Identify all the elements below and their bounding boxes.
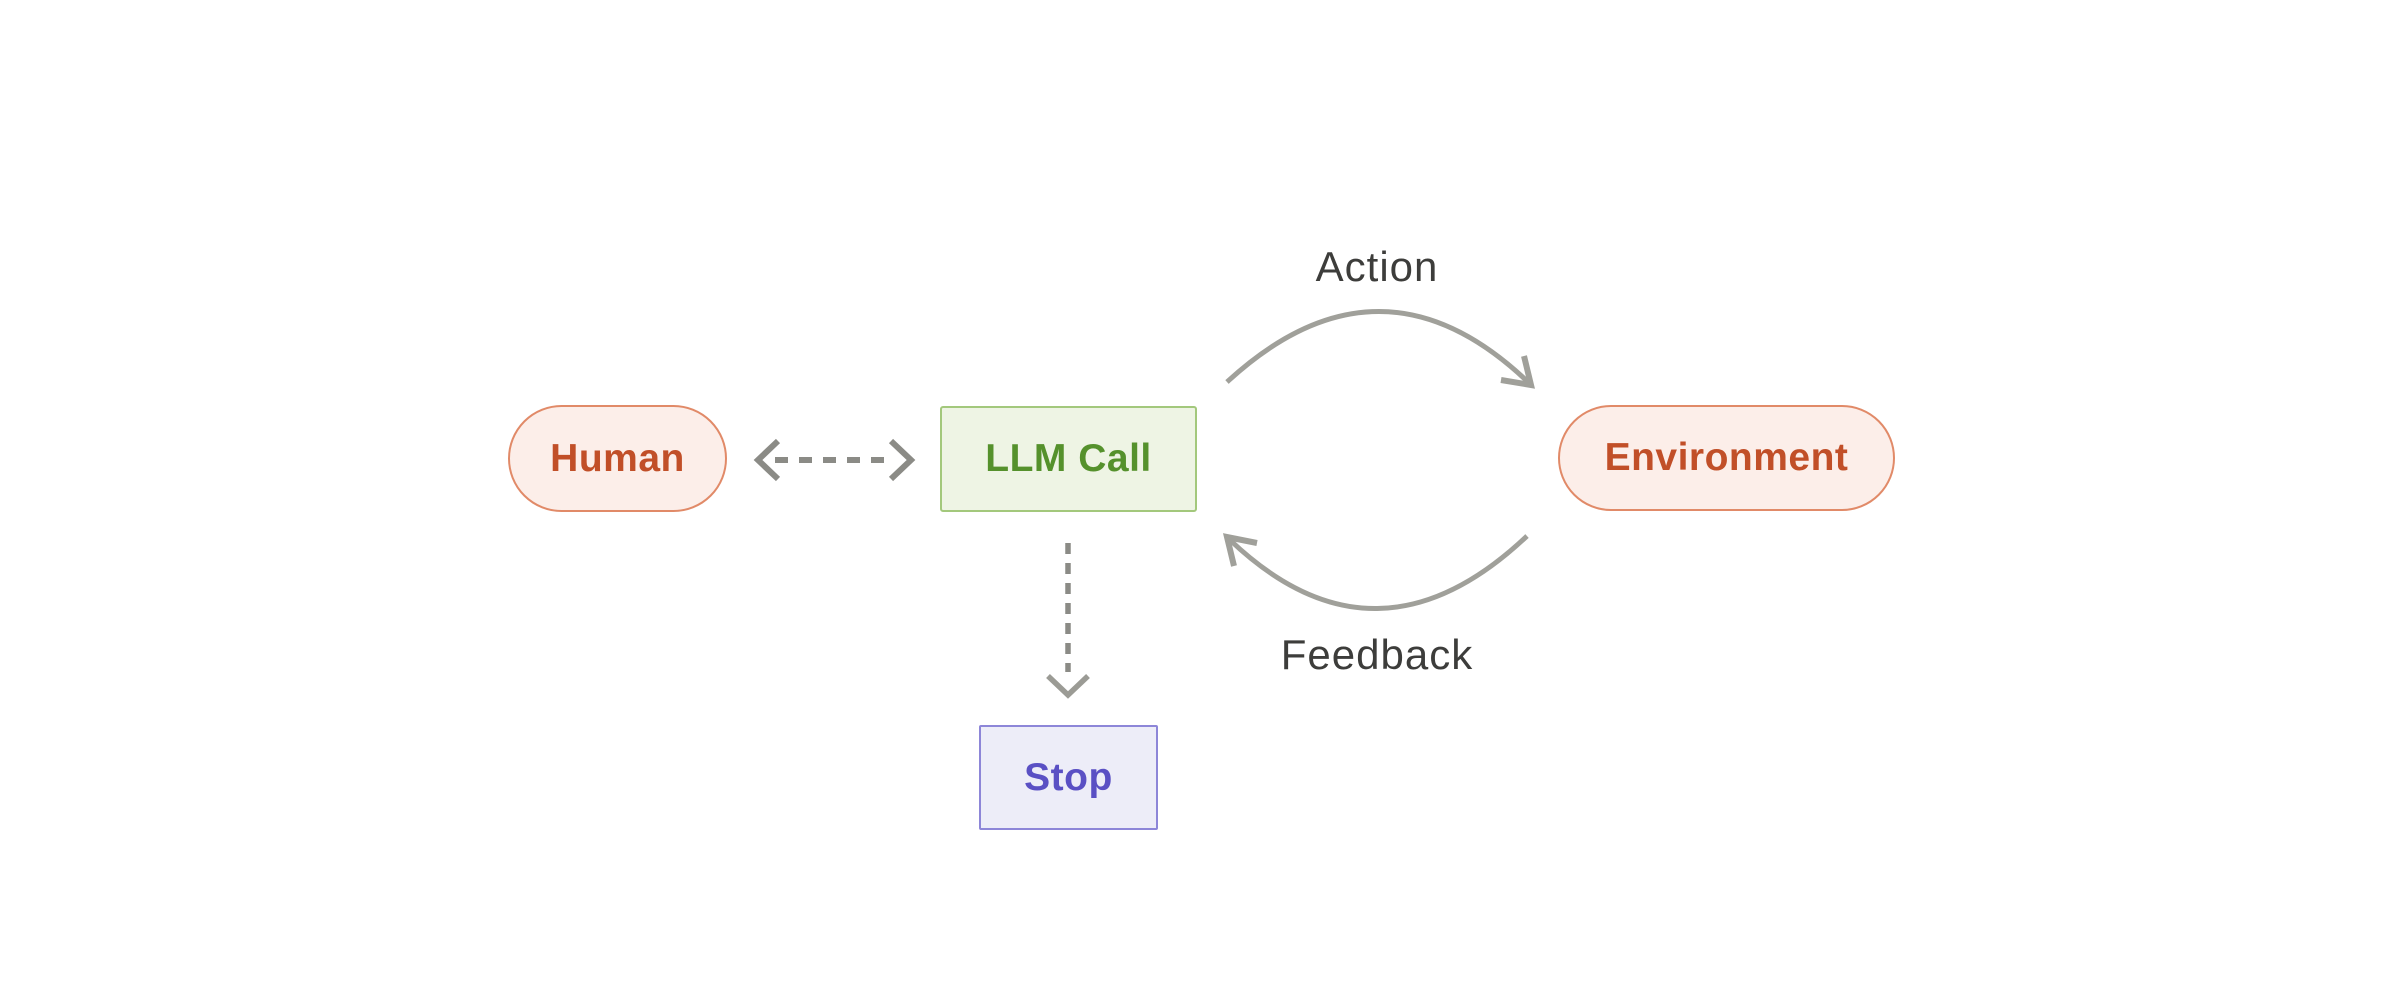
node-environment: Environment	[1558, 405, 1895, 511]
llm-stop-dashed-arrow	[1046, 543, 1090, 699]
node-human-label: Human	[550, 436, 685, 480]
right-chevron-icon	[888, 438, 916, 482]
left-chevron-icon	[753, 438, 781, 482]
edge-label-action: Action	[1315, 243, 1439, 290]
node-stop: Stop	[979, 725, 1158, 830]
action-arrow	[1225, 309, 1535, 389]
edge-label-feedback: Feedback	[1280, 631, 1474, 678]
node-human: Human	[508, 405, 727, 512]
down-chevron-icon	[1046, 674, 1090, 699]
action-arc	[1225, 309, 1530, 384]
node-environment-label: Environment	[1604, 436, 1849, 479]
action-arrowhead-icon	[1500, 355, 1535, 389]
feedback-arc	[1228, 534, 1529, 611]
human-llm-dashed-arrow	[753, 438, 916, 482]
feedback-arrowhead-icon	[1222, 533, 1258, 567]
node-llm-call-label: LLM Call	[985, 437, 1152, 480]
node-llm-call: LLM Call	[940, 406, 1197, 512]
node-stop-label: Stop	[1024, 755, 1113, 799]
feedback-arrow	[1222, 533, 1529, 611]
